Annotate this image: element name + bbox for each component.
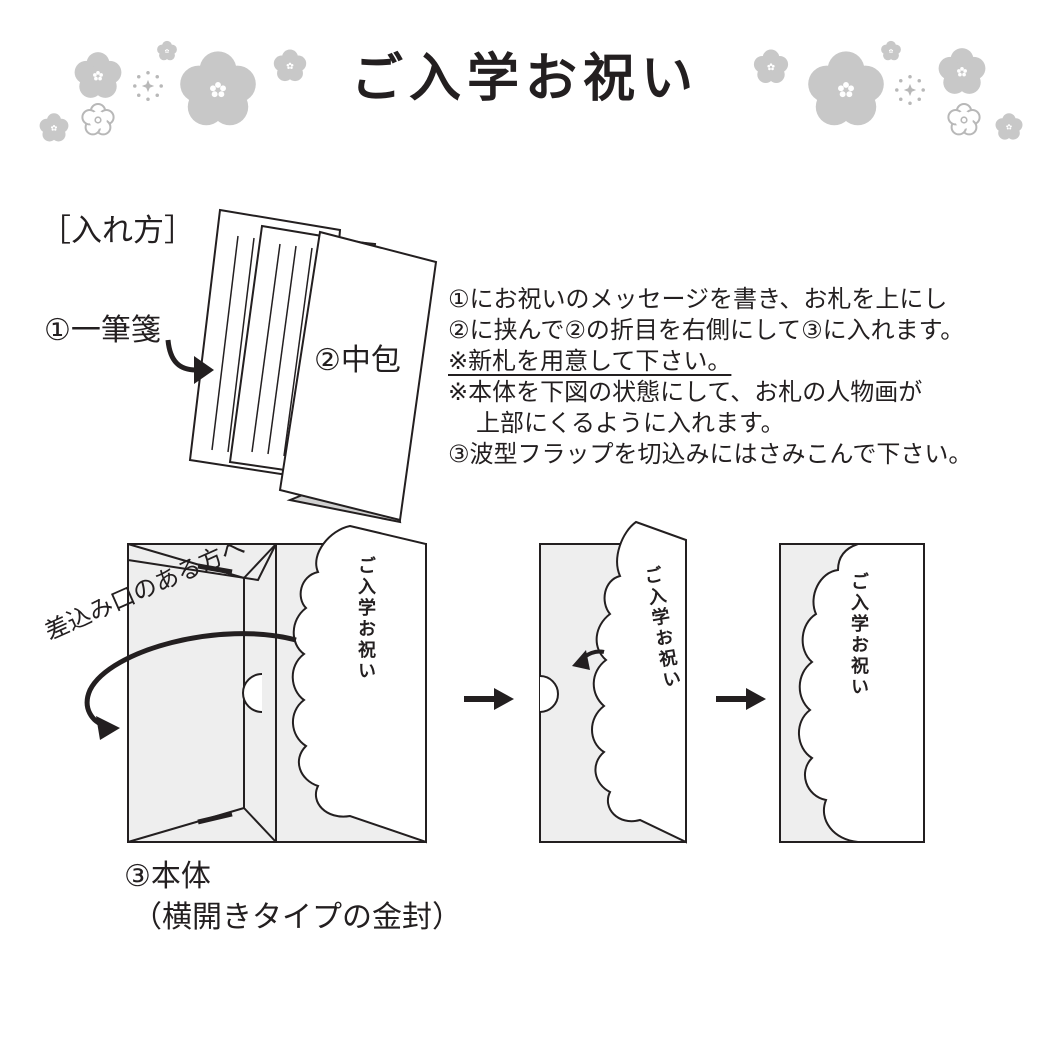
how-to-label: ［入れ方］ bbox=[40, 213, 195, 249]
label-envelope-body: ③本体 bbox=[124, 859, 211, 894]
instruction-line: ②に挟んで②の折目を右側にして③に入れます。 bbox=[448, 316, 965, 344]
curved-arrow-1 bbox=[165, 339, 197, 373]
flower-decoration-right bbox=[753, 40, 1023, 140]
label-letter-sheet: ①一筆箋 bbox=[44, 313, 161, 348]
insert-direction-arrow bbox=[84, 631, 297, 729]
instruction-note-new-bills: ※新札を用意して下さい。 bbox=[448, 347, 732, 375]
envelope-vertical-text: ご入学お祝い bbox=[355, 556, 376, 682]
arrow-right-icon bbox=[716, 688, 766, 710]
instruction-line: ①にお祝いのメッセージを書き、お札を上にし bbox=[448, 285, 948, 313]
label-inner-wrap: ②中包 bbox=[314, 343, 401, 378]
envelope-vertical-text: ご入学お祝い bbox=[848, 572, 869, 698]
instructions: ①にお祝いのメッセージを書き、お札を上にし ②に挟んで②の折目を右側にして③に入… bbox=[448, 284, 972, 470]
flower-decoration-left bbox=[39, 40, 307, 142]
instruction-line: ※本体を下図の状態にして、お札の人物画が bbox=[448, 378, 923, 406]
insert-arrow-head bbox=[96, 716, 120, 740]
tuck-arrow-head bbox=[572, 650, 590, 670]
arrow-right-icon bbox=[464, 688, 514, 710]
instruction-line: 上部にくるように入れます。 bbox=[476, 409, 785, 437]
instruction-line: ③波型フラップを切込みにはさみこんで下さい。 bbox=[448, 440, 973, 468]
label-envelope-type: （横開きタイプの金封） bbox=[132, 900, 462, 935]
arrow-head-1 bbox=[194, 356, 214, 384]
inner-wrap-drawing bbox=[278, 230, 438, 524]
envelope-body-closed bbox=[779, 543, 925, 843]
envelope-body-step2 bbox=[539, 520, 687, 844]
page-title: ご入学お祝い bbox=[350, 49, 699, 109]
envelope-body-open bbox=[127, 524, 427, 844]
